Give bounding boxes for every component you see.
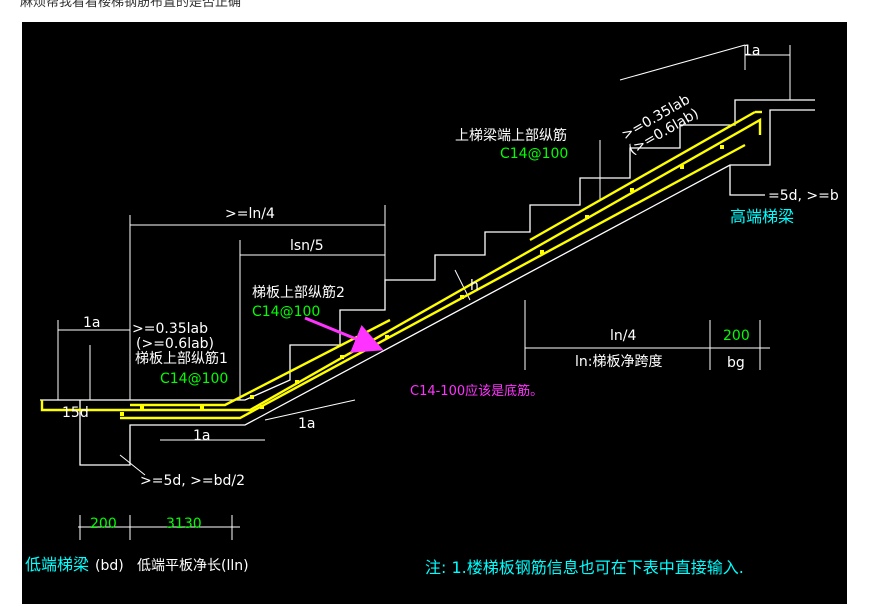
15d-label: 15d — [62, 405, 89, 421]
slab-top-rebar2-label: 梯板上部纵筋2 — [252, 284, 345, 301]
note-text: 注: 1.楼梯板钢筋信息也可在下表中直接输入. — [425, 558, 744, 577]
dim-200-right: 200 — [723, 328, 750, 344]
low-flat-label: 低端平板净长(lln) — [137, 558, 249, 574]
ln-quarter-top-label: >=ln/4 — [225, 206, 275, 222]
high-beam-label: 高端梯梁 — [730, 207, 794, 226]
low-beam-label: 低端梯梁 — [25, 555, 89, 574]
dimension-lines — [57, 44, 791, 540]
anchor-left-line2: (>=0.6lab) — [136, 336, 214, 352]
bd-label: (bd) — [95, 558, 124, 574]
dim-200-left: 200 — [90, 516, 117, 532]
cad-drawing: 1a >=0.35lab (>=0.6lab) 上梯梁端上部纵筋 C14@100… — [25, 43, 839, 577]
ln-quarter-label: ln/4 — [610, 328, 636, 344]
h-label: h — [470, 278, 479, 294]
slab-top-rebar1-label: 梯板上部纵筋1 — [135, 350, 228, 367]
user-annotation: C14-100应该是底筋。 — [410, 383, 543, 399]
slab-top-rebar2-spec: C14@100 — [252, 304, 320, 320]
upper-beam-rebar-spec: C14@100 — [500, 146, 568, 162]
post-title: 麻烦帮我看看楼梯钢筋布置的是否正确 — [20, 0, 242, 10]
anchor-left-line1: >=0.35lab — [132, 321, 208, 337]
dim-3130: 3130 — [166, 516, 202, 532]
la-left-label: 1a — [83, 315, 101, 331]
stair-rebar-drawing: 1a >=0.35lab (>=0.6lab) 上梯梁端上部纵筋 C14@100… — [22, 22, 847, 604]
la-top-label: 1a — [743, 43, 761, 59]
rebar-lines — [40, 110, 762, 420]
bg-label: bg — [727, 355, 745, 371]
upper-beam-rebar-label: 上梯梁端上部纵筋 — [455, 127, 567, 144]
rebar-dots — [120, 145, 724, 416]
lsn-fifth-label: lsn/5 — [290, 238, 324, 254]
ln-span-label: ln:梯板净跨度 — [575, 354, 662, 370]
slab-top-rebar1-spec: C14@100 — [160, 371, 228, 387]
la-bottom1-label: 1a — [193, 428, 211, 444]
annotation-arrow — [304, 316, 384, 353]
la-bottom2-label: 1a — [298, 416, 316, 432]
low-beam-clearance: >=5d, >=bd/2 — [140, 473, 245, 489]
stair-outline — [40, 99, 815, 466]
high-beam-clearance: =5d, >=b — [768, 188, 839, 204]
